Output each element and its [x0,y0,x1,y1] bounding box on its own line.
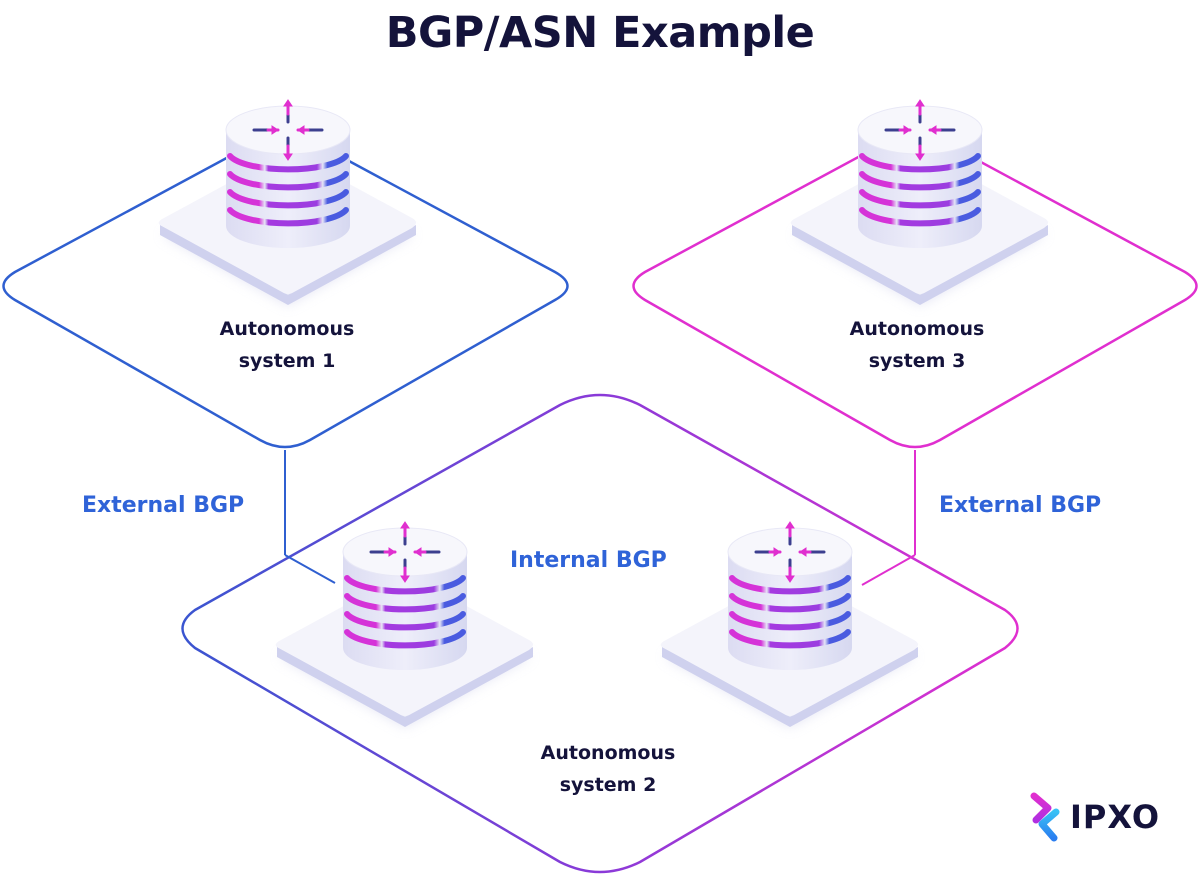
as2-boundary [181,393,1019,874]
as2-label-line1: Autonomous [540,742,676,764]
as2-label-line2: system 2 [559,774,657,796]
as2-label: Autonomous system 2 [488,737,728,801]
as1-label-line2: system 1 [238,350,336,372]
router-as3-icon [791,100,1048,305]
external-bgp-left-label: External BGP [82,493,245,518]
external-bgp-left-link [284,450,336,584]
as1-label-line1: Autonomous [219,318,355,340]
external-bgp-right-link [861,450,916,586]
router-as2-right-icon [661,522,918,727]
diagram-title: BGP/ASN Example [385,8,815,58]
ipxo-logo-text: IPXO [1070,798,1161,836]
as3-label-line1: Autonomous [849,318,985,340]
ipxo-logo: IPXO [1028,792,1160,842]
as3-label-line2: system 3 [868,350,966,372]
router-as2-left-icon [276,522,533,727]
as1-label: Autonomous system 1 [167,313,407,377]
as3-label: Autonomous system 3 [797,313,1037,377]
ipxo-logo-icon [1030,792,1060,842]
external-bgp-right-label: External BGP [939,493,1102,518]
router-as1-icon [159,100,416,305]
internal-bgp-label: Internal BGP [510,548,667,573]
